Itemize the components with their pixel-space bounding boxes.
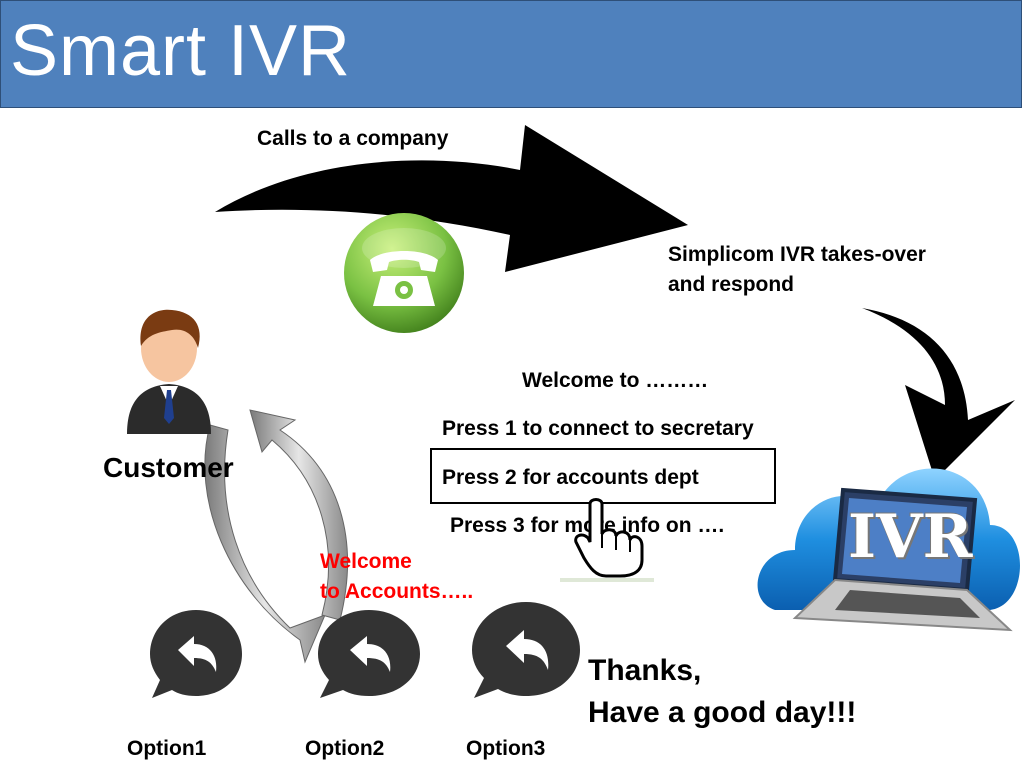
hand-pointer-icon — [574, 498, 644, 578]
divider — [560, 578, 654, 582]
accounts-line: to Accounts….. — [320, 580, 474, 603]
call-label: Calls to a company — [257, 127, 449, 150]
menu-press-2[interactable]: Press 2 for accounts dept — [442, 466, 699, 489]
menu-welcome: Welcome to ……… — [522, 369, 709, 392]
accounts-message: Welcome to Accounts….. — [320, 547, 473, 607]
thanks-message: Thanks, Have a good day!!! — [588, 650, 856, 734]
reply-bubble-icon[interactable] — [148, 608, 244, 700]
ivr-logo-text: IVR — [848, 502, 973, 572]
phone-icon — [344, 213, 464, 333]
reply-bubble-icon[interactable] — [316, 608, 422, 700]
accounts-line: Welcome — [320, 550, 412, 573]
takeover-line: Simplicom IVR takes-over — [668, 243, 926, 266]
option-1-label[interactable]: Option1 — [127, 737, 207, 760]
customer-avatar-icon — [127, 309, 211, 434]
option-2-label[interactable]: Option2 — [305, 737, 385, 760]
thanks-line: Have a good day!!! — [588, 696, 857, 729]
takeover-line: and respond — [668, 273, 795, 296]
takeover-label: Simplicom IVR takes-over and respond — [668, 240, 926, 300]
reply-bubble-icon[interactable] — [470, 600, 582, 700]
page-title: Smart IVR — [10, 11, 352, 91]
customer-label: Customer — [103, 452, 234, 483]
option-3-label[interactable]: Option3 — [466, 737, 546, 760]
menu-press-1[interactable]: Press 1 to connect to secretary — [442, 417, 754, 440]
thanks-line: Thanks, — [588, 654, 702, 687]
title-bar — [0, 0, 1022, 108]
menu-press-3[interactable]: Press 3 for more info on …. — [450, 514, 725, 537]
ivr-cloud-laptop-icon — [757, 468, 1020, 632]
